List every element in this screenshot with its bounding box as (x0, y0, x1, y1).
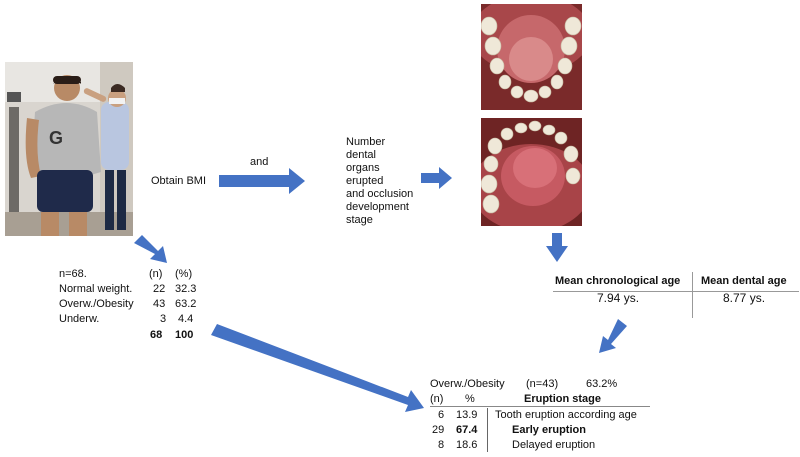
obtain-bmi-label: Obtain BMI (151, 175, 207, 187)
n-label: n=68. (59, 268, 87, 280)
number-line: Number (346, 136, 386, 148)
age-table: Mean chronological age Mean dental age 7… (553, 272, 799, 318)
eruption-header-underline (430, 406, 650, 407)
chron-age-value: 7.94 ys. (597, 291, 640, 305)
number-line: erupted (346, 175, 384, 187)
col-pct-header: (%) (175, 268, 193, 280)
eruption-col-divider (487, 408, 488, 452)
row-pct: 67.4 (456, 424, 478, 436)
number-line: development (346, 201, 409, 213)
total-n: 68 (150, 329, 163, 341)
row-pct: 63.2 (175, 298, 197, 310)
sample-table: n=68. (n) (%) Normal weight. 22 32.3 Ove… (59, 268, 239, 344)
group-pct: 63.2% (586, 378, 618, 390)
row-pct: 4.4 (178, 313, 194, 325)
arrow-table-to-eruption (211, 324, 424, 412)
age-table-divider-v (692, 272, 693, 318)
number-line: and occlusion (346, 188, 414, 200)
row-pct: 18.6 (456, 439, 478, 451)
svg-text:G: G (49, 128, 63, 148)
row-n: 3 (160, 313, 167, 325)
arrow-photo-to-age (546, 233, 568, 262)
row-stage: Tooth eruption according age (495, 409, 637, 421)
row-stage: Delayed eruption (512, 439, 596, 451)
group-label: Overw./Obesity (430, 378, 505, 390)
total-pct: 100 (175, 329, 194, 341)
and-label: and (250, 156, 269, 168)
eruption-table: Overw./Obesity (n=43) 63.2% (n) % Erupti… (430, 378, 670, 454)
stage-header: Eruption stage (524, 393, 602, 405)
row-stage: Early eruption (512, 424, 586, 436)
child-measurement-photo: G (5, 62, 133, 236)
row-label: Overw./Obesity (59, 298, 134, 310)
row-n: 29 (432, 424, 445, 436)
chron-age-header: Mean chronological age (555, 275, 681, 287)
dental-age-value: 8.77 ys. (723, 291, 766, 305)
arrow-bmi-to-number (219, 168, 305, 194)
row-pct: 13.9 (456, 409, 478, 421)
number-line: dental (346, 149, 376, 161)
arrow-number-to-dental-photo (421, 167, 452, 189)
number-line: organs (346, 162, 380, 174)
row-pct: 32.3 (175, 283, 197, 295)
col-n-header: (n) (430, 393, 444, 405)
group-n: (n=43) (526, 378, 559, 390)
arrow-photo-to-table (134, 235, 167, 263)
row-n: 6 (438, 409, 445, 421)
col-pct-header: % (465, 393, 475, 405)
row-label: Normal weight. (59, 283, 133, 295)
dental-lower-arch-photo (481, 118, 582, 226)
dental-age-header: Mean dental age (701, 275, 787, 287)
row-n: 22 (153, 283, 166, 295)
arrow-age-to-eruption (599, 319, 627, 353)
row-n: 8 (438, 439, 445, 451)
number-dental-organs-label: Number dental organs erupted and occlusi… (346, 136, 413, 227)
row-n: 43 (153, 298, 166, 310)
col-n-header: (n) (149, 268, 163, 280)
dental-upper-arch-photo (481, 4, 582, 110)
number-line: stage (346, 214, 373, 226)
age-table-divider-h (553, 291, 799, 292)
row-label: Underw. (59, 313, 100, 325)
